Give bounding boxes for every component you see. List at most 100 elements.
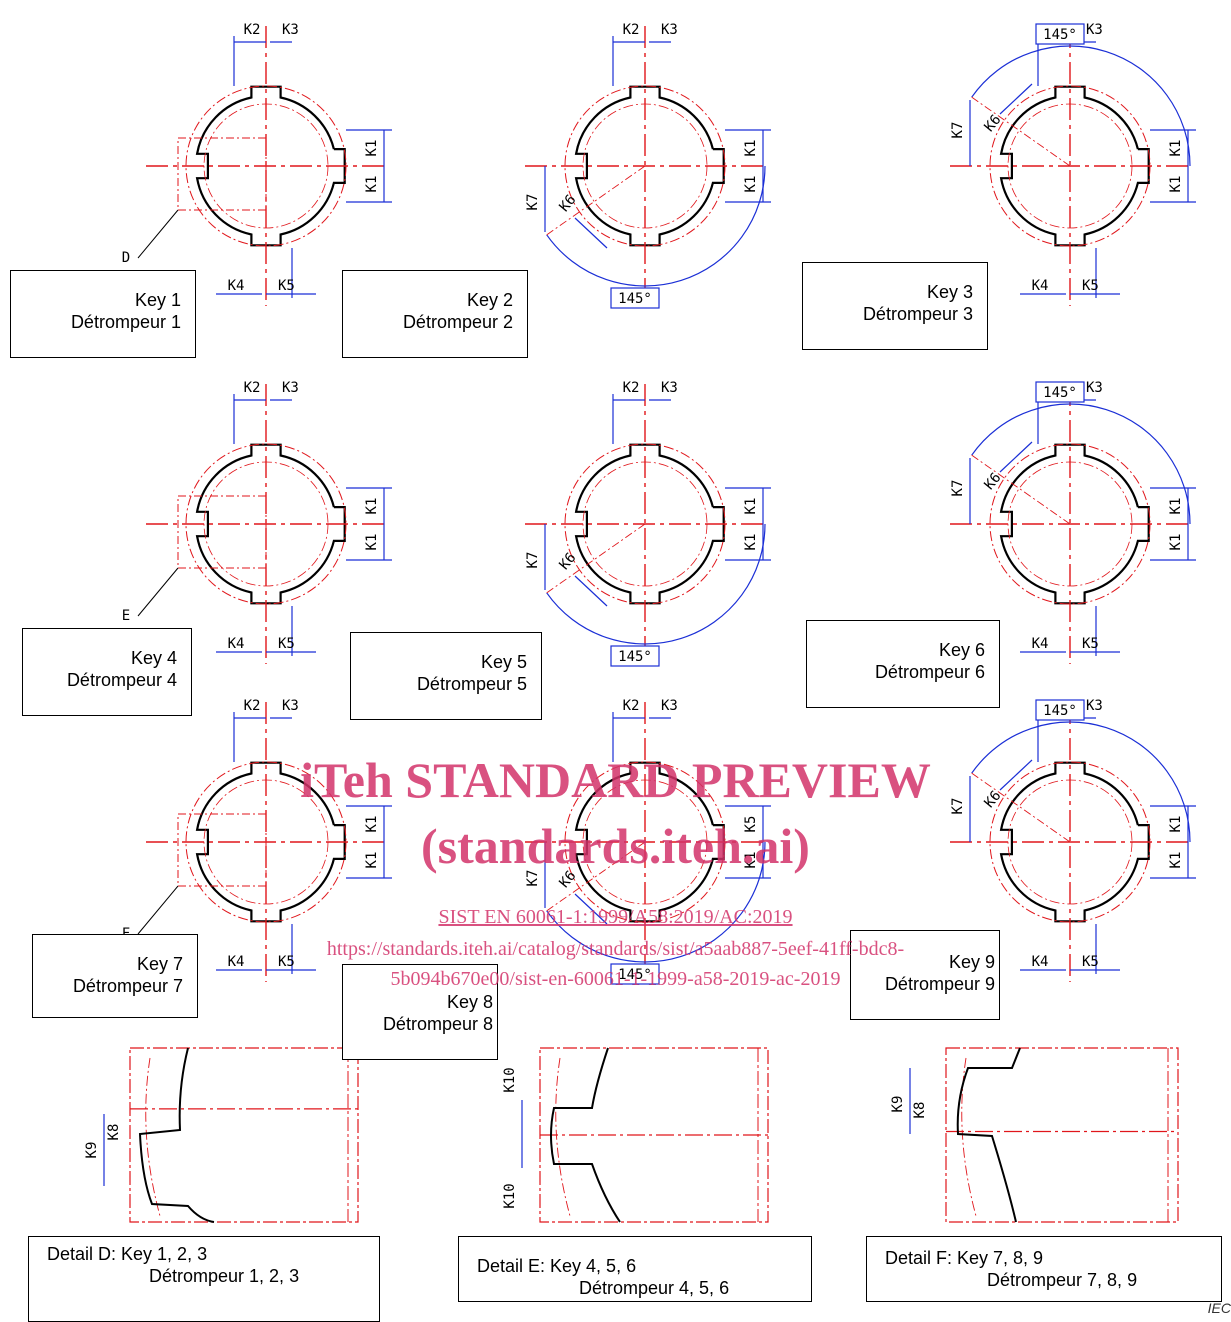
k7-label: K7 — [525, 552, 541, 569]
k1-upper-label: K1 — [1168, 498, 1184, 515]
watermark-url-2: 5b094b670e00/sist-en-60061-1-1999-a58-20… — [390, 968, 841, 990]
key-7-line2: Détrompeur 7 — [72, 976, 183, 996]
key-3-line1: Key 3 — [926, 282, 973, 302]
key-6-line2: Détrompeur 6 — [874, 662, 985, 682]
keyway-outline — [195, 761, 346, 923]
k1-lower-label: K1 — [364, 176, 380, 193]
k1-upper-label: K1 — [743, 498, 759, 515]
detail-outline — [550, 1047, 621, 1223]
angle-label: 145° — [1043, 27, 1077, 43]
detail-marker: E — [122, 608, 130, 624]
k1-lower-label: K1 — [1168, 852, 1184, 869]
detail-leader — [137, 567, 179, 617]
key-2-label: Key 2 Détrompeur 2 — [342, 270, 528, 358]
keyway-outline — [574, 761, 725, 923]
notch-axis — [546, 841, 646, 912]
notch-axis — [546, 523, 646, 594]
watermark-link[interactable]: SIST EN 60061-1:1999/A58:2019/AC:2019 — [438, 906, 793, 928]
angle-label: 145° — [618, 649, 652, 665]
detail-f-k8-label: K8 — [912, 1102, 928, 1119]
key-2-line2: Détrompeur 2 — [402, 312, 513, 332]
key-7-line1: Key 7 — [136, 954, 183, 974]
detail-outline — [138, 1047, 215, 1223]
angle-arc — [546, 165, 766, 287]
key-3-label: Key 3 Détrompeur 3 — [802, 262, 988, 350]
k1-upper-label: K5 — [743, 816, 759, 833]
detail-ref-arc — [555, 1057, 571, 1217]
k7-label: K7 — [525, 870, 541, 887]
k1-lower-label: K1 — [364, 852, 380, 869]
detail-f-line2: Détrompeur 7, 8, 9 — [987, 1270, 1138, 1290]
detail-d-line2: Détrompeur 1, 2, 3 — [149, 1266, 300, 1286]
k1-lower-label: K1 — [743, 852, 759, 869]
angle-arc — [546, 523, 766, 645]
detail-frame — [177, 137, 267, 211]
key-4-line1: Key 4 — [130, 648, 177, 668]
k4-label: K4 — [228, 278, 245, 294]
detail-frame — [945, 1047, 1179, 1223]
angle-arc — [971, 403, 1191, 525]
k2-label: K2 — [244, 22, 261, 38]
key-9-line1: Key 9 — [948, 952, 995, 972]
key-1-line2: Détrompeur 1 — [70, 312, 181, 332]
detail-leader — [137, 209, 179, 259]
keyway-outline — [195, 85, 346, 247]
angle-label: 145° — [1043, 385, 1077, 401]
watermark-subtitle: (standards.iteh.ai) — [421, 818, 810, 874]
k4-label: K4 — [1032, 954, 1049, 970]
angle-label: 145° — [618, 291, 652, 307]
k6-dimension-line — [999, 83, 1033, 115]
k1-upper-label: K1 — [364, 498, 380, 515]
angle-box — [1035, 23, 1085, 45]
k6-dimension-line — [574, 575, 608, 607]
key-1-line1: Key 1 — [134, 290, 181, 310]
angle-arc — [971, 45, 1191, 167]
keyway-outline — [999, 443, 1150, 605]
key-4-line2: Détrompeur 4 — [66, 670, 177, 690]
k1-upper-label: K1 — [743, 140, 759, 157]
detail-d-k8-label: K8 — [106, 1124, 122, 1141]
watermark-url-1: https://standards.iteh.ai/catalog/standa… — [326, 938, 905, 960]
k1-upper-label: K1 — [364, 140, 380, 157]
detail-f-line1: Detail F: Key 7, 8, 9 — [885, 1248, 1044, 1268]
k1-lower-label: K1 — [743, 534, 759, 551]
key-5-label: Key 5 Détrompeur 5 — [350, 632, 542, 720]
k7-label: K7 — [950, 480, 966, 497]
detail-ref-arc — [961, 1057, 977, 1217]
k1-upper-label: K1 — [364, 816, 380, 833]
detail-frame — [177, 495, 267, 569]
angle-box — [1035, 381, 1085, 403]
keyway-outline — [195, 443, 346, 605]
key-1-label: Key 1 Détrompeur 1 — [10, 270, 196, 358]
k6-label: K6 — [556, 192, 579, 215]
detail-e-k10-bottom-label: K10 — [502, 1183, 518, 1208]
k4-label: K4 — [1032, 636, 1049, 652]
notch-axis — [546, 165, 646, 236]
k4-label: K4 — [1032, 278, 1049, 294]
key-6-line1: Key 6 — [938, 640, 985, 660]
k6-label: K6 — [556, 550, 579, 573]
detail-e-k10-top-label: K10 — [502, 1067, 518, 1092]
k3-label: K3 — [282, 380, 299, 396]
k5-label: K5 — [278, 636, 295, 652]
k7-label: K7 — [950, 798, 966, 815]
key-8-line1: Key 8 — [446, 992, 493, 1012]
k1-lower-label: K1 — [1168, 176, 1184, 193]
k1-upper-label: K1 — [1168, 816, 1184, 833]
k2-label: K2 — [623, 22, 640, 38]
key-7-label: Key 7 Détrompeur 7 — [32, 934, 198, 1018]
angle-box — [610, 963, 660, 985]
k7-label: K7 — [525, 194, 541, 211]
k5-label: K5 — [1082, 954, 1099, 970]
k2-label: K2 — [623, 698, 640, 714]
k6-label: K6 — [981, 470, 1004, 493]
k6-label: K6 — [981, 112, 1004, 135]
notch-axis — [971, 96, 1071, 167]
k2-label: K2 — [623, 380, 640, 396]
